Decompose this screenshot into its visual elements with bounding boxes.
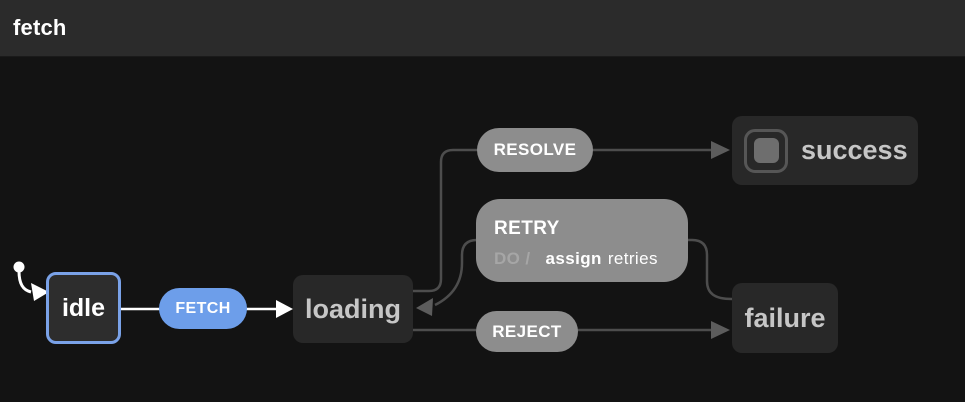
retry-action-name: assign [545,249,602,268]
final-state-icon-inner [753,138,779,163]
edge-fetch-arrowhead-icon [276,300,293,318]
edge-resolve [413,148,712,293]
state-success[interactable]: success [732,116,918,185]
header-bar: fetch [0,0,965,57]
state-loading-label: loading [305,293,401,324]
event-retry-button[interactable]: RETRY DO / assign retries [476,199,688,282]
event-resolve-label: RESOLVE [493,140,577,159]
event-fetch-label: FETCH [175,299,231,317]
machine-title: fetch [13,15,67,40]
initial-state-icon [13,261,49,301]
retry-action-prefix: DO / [494,249,531,268]
state-loading[interactable]: loading [293,275,413,343]
event-reject-label: REJECT [492,321,562,341]
state-failure[interactable]: failure [732,283,838,353]
final-state-icon [744,128,788,173]
state-idle[interactable]: idle [46,272,121,344]
event-resolve-button[interactable]: RESOLVE [477,128,593,172]
edge-retry-arrowhead-icon [416,298,433,316]
state-idle-label: idle [61,293,106,322]
retry-action-line: DO / assign retries [494,249,658,269]
event-reject-button[interactable]: REJECT [476,311,578,352]
event-fetch-button[interactable]: FETCH [159,288,247,329]
event-retry-label: RETRY [494,218,560,239]
state-failure-label: failure [744,302,826,333]
edge-reject-arrowhead-icon [711,321,730,339]
edge-resolve-arrowhead-icon [711,141,730,159]
retry-action-arg: retries [607,249,658,268]
initial-arrowhead-icon [31,283,49,301]
state-success-label: success [801,135,908,165]
